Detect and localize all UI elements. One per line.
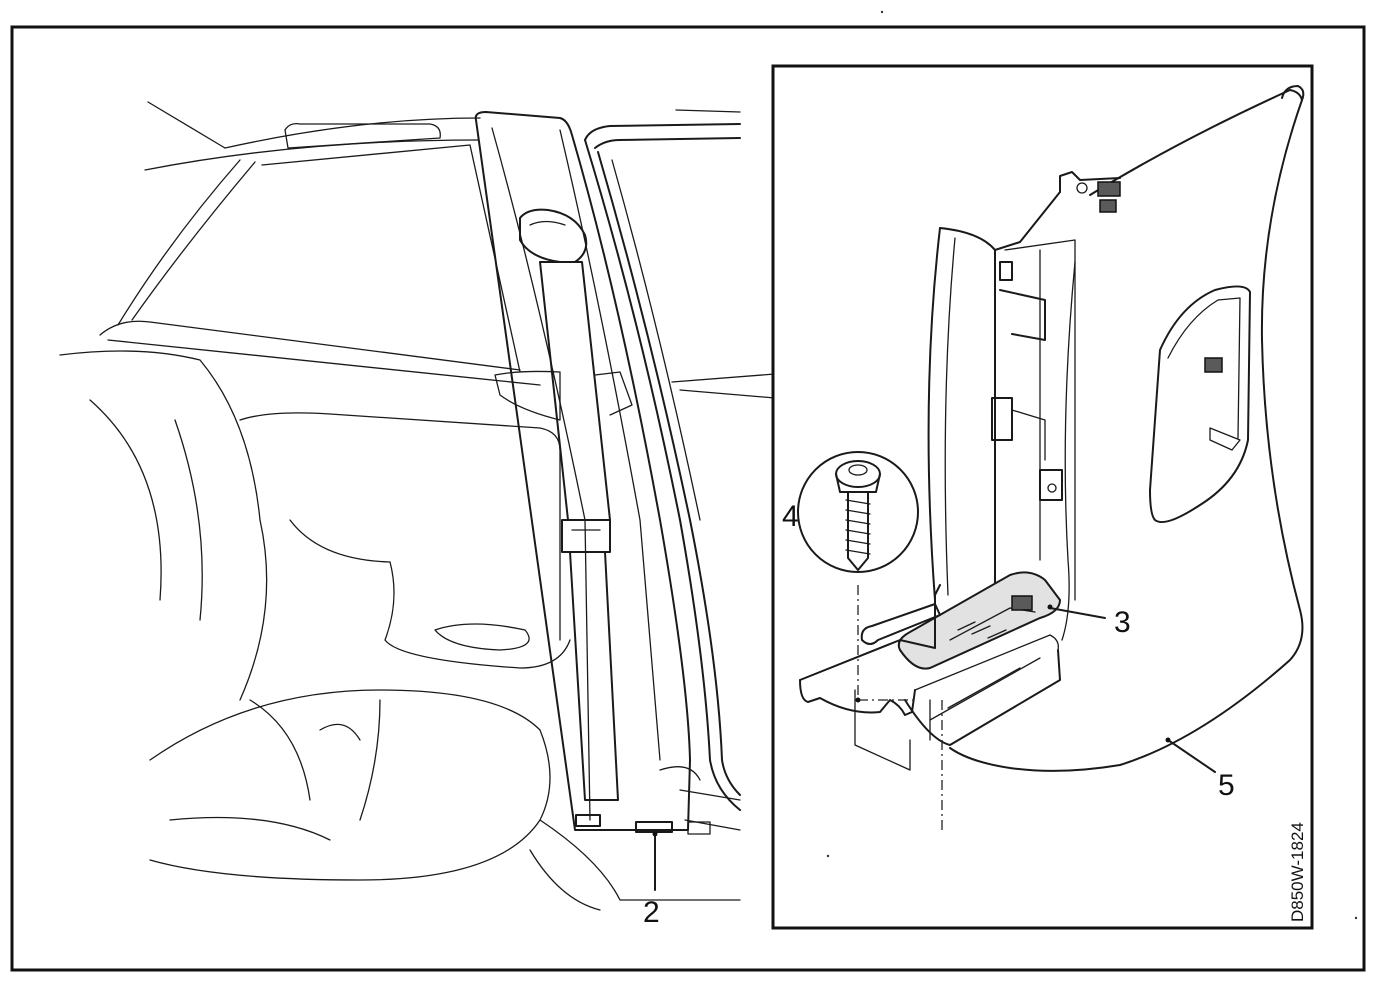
- leader-3-dot: [1047, 604, 1053, 610]
- car-interior-view: [59, 101, 741, 911]
- callout-3: 3: [1114, 606, 1131, 639]
- leader-5: [1167, 739, 1216, 773]
- speck: [826, 854, 830, 858]
- leader-5-dot: [1165, 737, 1171, 743]
- leader-3: [1049, 607, 1106, 619]
- speck: [880, 10, 884, 14]
- reference-code: D850W-1824: [1288, 822, 1307, 922]
- callout-2: 2: [643, 896, 660, 929]
- seat-belt: [519, 208, 633, 801]
- trim-panel-detail: [799, 85, 1305, 772]
- outer-frame: [10, 25, 1366, 972]
- speck: [1354, 916, 1358, 920]
- door-frame: [584, 109, 741, 811]
- screw-detail: [797, 451, 919, 573]
- callout-5: 5: [1218, 769, 1235, 802]
- screw-point: [855, 697, 861, 703]
- leader-2-dot: [652, 831, 658, 837]
- inset-frame: [771, 64, 1314, 930]
- callout-4: 4: [782, 500, 799, 533]
- inset-link: [671, 373, 776, 399]
- pillar-trim: [474, 111, 701, 833]
